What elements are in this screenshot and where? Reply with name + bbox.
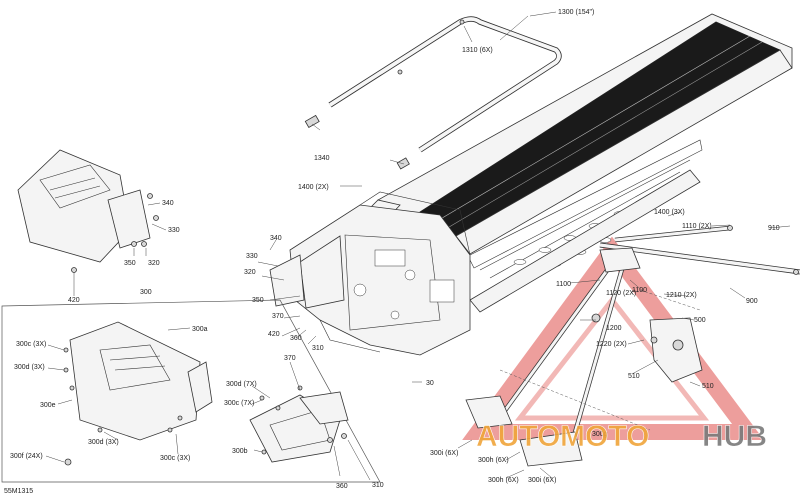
callout-1100-left: 1100 [556,281,571,288]
callout-1210: 1210 (2X) [666,292,697,299]
callout-340-left: 340 [162,200,174,207]
callout-1120: 1120 (2X) [606,290,636,297]
callout-330-center: 330 [246,253,258,260]
callout-360-center: 360 [290,335,302,342]
main-frame [269,191,471,356]
callout-320-center: 320 [244,269,256,276]
rear-bumper-loop [304,16,562,170]
callout-300i-left: 300i (6X) [430,450,458,457]
callout-300h-upper: 300h (6X) [478,457,509,464]
watermark-hub: HUB [702,420,767,453]
callout-300h-lower: 300h (6X) [488,477,519,484]
callout-300e: 300e [40,402,56,409]
callout-370-inset: 370 [284,355,296,362]
callout-350-center: 350 [252,297,264,304]
callout-1200: 1200 [606,325,622,332]
callout-300g: 300g [592,431,608,438]
callout-910: 910 [768,225,780,232]
callout-300c-3x-top: 300c (3X) [16,341,46,348]
callout-1220: 1220 (2X) [596,341,627,348]
callout-1400-2x: 1400 (2X) [298,184,329,191]
tunnel-assembly [365,13,793,313]
callout-300c-7x: 300c (7X) [224,400,254,407]
callout-300c-3x-bottom: 300c (3X) [160,455,190,462]
callout-30: 30 [426,380,434,387]
callout-300d-3x-bottom: 300d (3X) [88,439,119,446]
callout-1110: 1110 (2X) [682,223,712,230]
callout-1300: 1300 (154") [558,9,594,16]
callout-1100-right: 1100 [632,287,647,294]
leader-lines [45,11,791,481]
callout-300f: 300f (24X) [10,453,43,460]
watermark-moto: MOTO [560,420,649,453]
callout-320-left: 320 [148,260,160,267]
callout-300a: 300a [192,326,208,333]
callout-360-inset: 360 [336,483,348,490]
callout-310-center: 310 [312,345,324,352]
callout-500: 500 [694,317,706,324]
callout-300d-7x: 300d (7X) [226,381,257,388]
callout-300b: 300b [232,448,248,455]
callout-1400-3x: 1400 (3X) [654,209,685,216]
callout-1340: 1340 [314,155,330,162]
callout-420-left: 420 [68,297,80,304]
callout-340-center: 340 [270,235,282,242]
callout-300i-right: 300i (6X) [528,477,556,484]
diagram-code: 55M1315 [4,488,33,495]
callout-420-center: 420 [268,331,280,338]
rear-suspension [465,225,800,467]
callout-1310: 1310 (6X) [462,47,493,54]
watermark-auto: AUTO [476,420,560,453]
callout-370-center: 370 [272,313,284,320]
watermark-text: AUTO MOTO HUB [476,420,768,454]
callout-900: 900 [746,298,758,305]
callout-labels: 1300 (154") 1310 (6X) 1340 1400 (2X) 140… [4,9,780,495]
callout-510-left: 510 [628,373,640,380]
left-engine-bracket [17,149,159,273]
kit-300-inset [1,299,381,483]
callout-310-inset: 310 [372,482,384,489]
callout-330-left: 330 [168,227,180,234]
callout-300d-3x-top: 300d (3X) [14,364,45,371]
callout-300: 300 [140,289,152,296]
callout-350-left: 350 [124,260,136,267]
callout-510-right: 510 [702,383,714,390]
